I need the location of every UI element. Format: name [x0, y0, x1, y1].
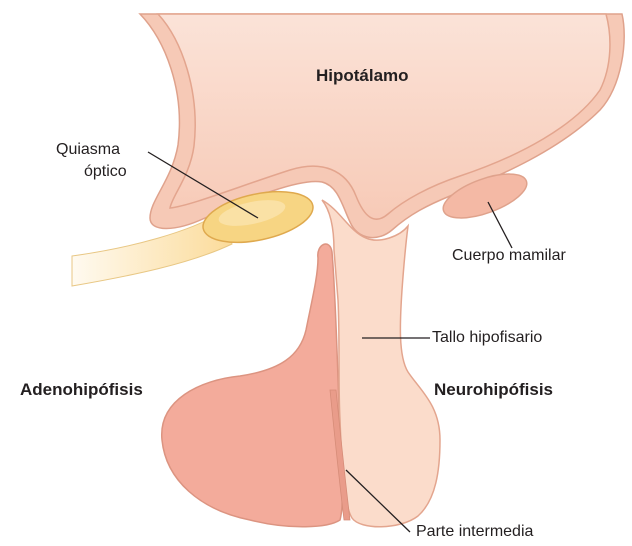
label-pars-intermedia: Parte intermedia [416, 522, 533, 541]
label-optic-chiasm-line1: Quiasma [56, 140, 120, 159]
label-pituitary-stalk: Tallo hipofisario [432, 328, 542, 347]
label-optic-chiasm-line2: óptico [84, 162, 127, 181]
label-adenohypophysis: Adenohipófisis [20, 380, 143, 399]
label-hypothalamus: Hipotálamo [316, 66, 409, 85]
adenohypophysis-lobe [162, 244, 343, 527]
hypothalamus-region [158, 14, 610, 219]
label-neurohypophysis: Neurohipófisis [434, 380, 553, 399]
label-mammillary-body: Cuerpo mamilar [452, 246, 566, 265]
